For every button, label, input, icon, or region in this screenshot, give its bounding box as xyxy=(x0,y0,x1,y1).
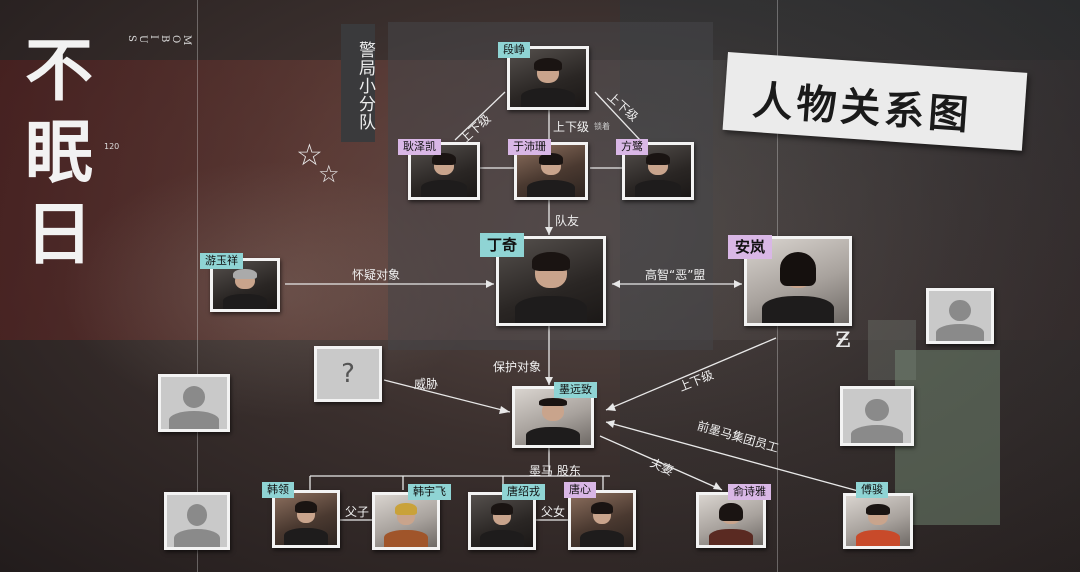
title-vertical-subtitle: M O B I U S xyxy=(126,35,192,46)
name-tag-fang-lu: 方鹭 xyxy=(616,139,648,155)
name-tag-tang-shaorong: 唐绍戎 xyxy=(502,484,545,500)
photo-unknown-right-lower[interactable] xyxy=(840,386,914,446)
name-tag-you-yuxiang: 游玉祥 xyxy=(200,253,243,269)
line-duan-fang xyxy=(594,91,641,141)
name-tag-yu-peishan: 于沛珊 xyxy=(508,139,551,155)
name-tag-tang-xin: 唐心 xyxy=(564,482,596,498)
title-char-3: 日 xyxy=(25,195,94,275)
name-tag-duan-zheng: 段峥 xyxy=(498,42,530,58)
line-threat xyxy=(383,379,511,413)
show-title: 不 眠 日 xyxy=(25,30,125,276)
name-tag-ding-qi: 丁奇 xyxy=(480,233,525,257)
line-duan-geng xyxy=(454,91,506,141)
photo-unknown-threat[interactable]: ? xyxy=(314,346,382,402)
photo-tang-xin[interactable] xyxy=(568,490,636,550)
scribble-doodle-icon: ƶ xyxy=(835,320,851,355)
question-mark-icon: ? xyxy=(341,359,355,389)
photo-fu-jun[interactable] xyxy=(843,493,913,549)
name-tag-geng-zekai: 耿泽凯 xyxy=(398,139,441,155)
label-nemesis: 高智“恶”盟 xyxy=(645,268,706,282)
label-shareholder: 墨马 股东 xyxy=(529,464,581,478)
label-threat: 威胁 xyxy=(414,377,439,391)
photo-unknown-right[interactable] xyxy=(926,288,994,344)
line-mo-an xyxy=(605,337,777,411)
photo-you-yuxiang[interactable] xyxy=(210,258,280,312)
line-mo-yu xyxy=(599,435,723,491)
title-small-number: 120 xyxy=(104,142,120,151)
name-tag-han-ling: 韩领 xyxy=(262,482,294,498)
divider-line-left xyxy=(197,0,198,572)
label-suspect: 怀疑对象 xyxy=(352,268,401,282)
photo-yu-shiya[interactable] xyxy=(696,492,766,548)
police-team-label: 警局小分队 xyxy=(341,24,375,142)
photo-unknown-bottom-left[interactable] xyxy=(164,492,230,550)
photo-tang-shaorong[interactable] xyxy=(468,492,536,550)
photo-han-yufei[interactable] xyxy=(372,492,440,550)
label-father-son: 父子 xyxy=(345,505,370,519)
label-superior-center-tail: 锁着 xyxy=(594,122,610,131)
decorative-grey-block xyxy=(868,320,916,380)
name-tag-fu-jun: 傅骏 xyxy=(856,482,888,498)
title-char-1: 不 xyxy=(25,31,94,111)
title-char-2: 眠 xyxy=(25,113,94,193)
star-doodle-icon: ☆ xyxy=(296,138,323,173)
photo-unknown-left[interactable] xyxy=(158,374,230,432)
photo-han-ling[interactable] xyxy=(272,490,340,548)
label-teammates: 队友 xyxy=(555,214,580,228)
name-tag-yu-shiya: 俞诗雅 xyxy=(728,484,771,500)
line-mo-fu xyxy=(605,421,863,493)
label-father-daughter: 父女 xyxy=(541,505,566,519)
star-doodle-icon: ☆ xyxy=(318,160,340,188)
name-tag-an-lan: 安岚 xyxy=(728,235,773,259)
name-tag-mo-yuanzhi: 墨远致 xyxy=(554,382,597,398)
label-protected: 保护对象 xyxy=(493,360,542,374)
label-superior-center: 上下级 xyxy=(553,120,590,134)
name-tag-han-yufei: 韩宇飞 xyxy=(408,484,451,500)
